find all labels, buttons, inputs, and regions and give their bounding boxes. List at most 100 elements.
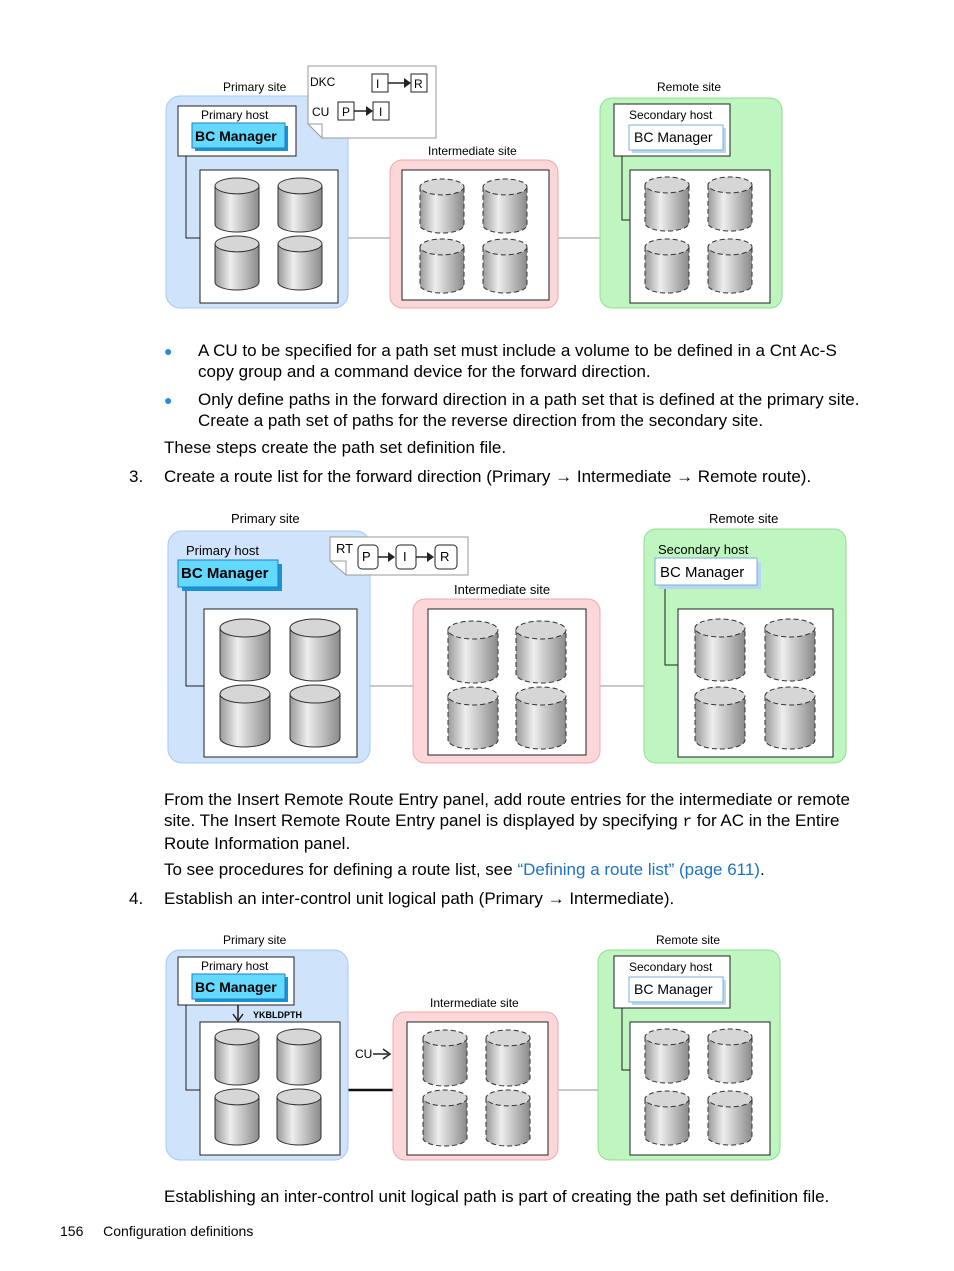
note-rt-step: I xyxy=(403,549,407,564)
primary-app-label: BC Manager xyxy=(181,565,269,582)
remote-volume-icon xyxy=(707,238,753,294)
figure-logical-path: Primary site Primary host BC Manager YKB… xyxy=(160,928,790,1168)
cu-label: CU xyxy=(355,1047,372,1061)
primary-host-label: Primary host xyxy=(186,543,259,558)
step-text: Establish an inter-control unit logical … xyxy=(164,889,675,908)
paragraph-text: site. The Insert Remote Route Entry pane… xyxy=(164,811,683,830)
remote-volume-icon xyxy=(707,1090,753,1146)
steps-note: These steps create the path set definiti… xyxy=(164,438,507,457)
remote-volume-icon xyxy=(485,1029,531,1087)
note-rt-step: P xyxy=(362,549,371,564)
remote-volume-icon xyxy=(447,620,499,684)
section-title: Configuration definitions xyxy=(103,1223,254,1239)
remote-volume-icon xyxy=(482,178,528,234)
volume-icon xyxy=(289,684,341,748)
page-footer: 156 Configuration definitions xyxy=(60,1223,253,1239)
volume-icon xyxy=(214,235,260,291)
remote-volume-icon xyxy=(764,686,816,750)
primary-app-label: BC Manager xyxy=(195,128,277,144)
volume-icon xyxy=(277,235,323,291)
volume-cylinders xyxy=(214,176,753,294)
volume-icon xyxy=(219,618,271,682)
see-procedures: To see procedures for defining a route l… xyxy=(164,859,765,880)
bullet-item: ● xyxy=(164,340,172,362)
note-dkc-to: R xyxy=(414,77,423,91)
step-number: 4. xyxy=(129,889,144,908)
paragraph-text: for AC in the Entire xyxy=(692,811,840,830)
intermediate-site-label: Intermediate site xyxy=(428,144,517,158)
remote-volume-icon xyxy=(694,618,746,682)
secondary-app-label: BC Manager xyxy=(634,981,713,997)
inline-code: r xyxy=(682,813,693,831)
bullet-icon: ● xyxy=(164,392,173,408)
primary-site-label: Primary site xyxy=(231,511,300,526)
note-cu-to: I xyxy=(379,105,382,119)
secondary-app-label: BC Manager xyxy=(634,129,713,145)
see-text: . xyxy=(759,860,765,879)
bullet-line: A CU to be specified for a path set must… xyxy=(198,341,837,360)
bullet-line: Create a path set of paths for the rever… xyxy=(198,411,764,430)
remote-site-label: Remote site xyxy=(657,80,721,94)
remote-volume-icon xyxy=(694,686,746,750)
remote-volume-icon xyxy=(764,618,816,682)
figure-route-list: Primary site Primary host BC Manager Int… xyxy=(160,505,850,769)
remote-volume-icon xyxy=(515,686,567,750)
volume-icon xyxy=(276,1088,322,1146)
note-rt-step: R xyxy=(440,549,449,564)
volume-icon xyxy=(277,177,323,233)
remote-volume-icon xyxy=(707,176,753,232)
note-dkc-from: I xyxy=(376,77,379,91)
note-dkc-label: DKC xyxy=(310,75,336,89)
bullet-icon: ● xyxy=(164,343,173,359)
note-cu-label: CU xyxy=(312,105,329,119)
remote-volume-icon xyxy=(644,1090,690,1146)
remote-volume-icon xyxy=(447,686,499,750)
secondary-host-label: Secondary host xyxy=(629,960,713,974)
remote-volume-icon xyxy=(419,238,465,294)
volume-cylinders xyxy=(214,1028,753,1147)
remote-volume-icon xyxy=(644,1028,690,1084)
volume-icon xyxy=(219,684,271,748)
remote-site-label: Remote site xyxy=(709,511,778,526)
bullet-line: copy group and a command device for the … xyxy=(198,362,651,381)
see-text: To see procedures for defining a route l… xyxy=(164,860,518,879)
remote-volume-icon xyxy=(485,1089,531,1147)
secondary-host-label: Secondary host xyxy=(629,108,713,122)
remote-volume-icon xyxy=(422,1029,468,1087)
bullet-text: Only define paths in the forward directi… xyxy=(198,389,918,431)
step-text: Create a route list for the forward dire… xyxy=(164,467,812,486)
remote-volume-icon xyxy=(644,176,690,232)
intermediate-site-label: Intermediate site xyxy=(454,582,550,597)
primary-site-label: Primary site xyxy=(223,80,287,94)
route-paragraph: From the Insert Remote Route Entry panel… xyxy=(164,789,894,854)
figure-path-set: Primary site Primary host BC Manager Int… xyxy=(160,60,790,314)
command-label: YKBLDPTH xyxy=(253,1010,302,1020)
remote-volume-icon xyxy=(644,238,690,294)
remote-volume-icon xyxy=(419,178,465,234)
primary-app-label: BC Manager xyxy=(195,979,277,995)
bullet-text: A CU to be specified for a path set must… xyxy=(198,340,898,382)
secondary-host-label: Secondary host xyxy=(658,542,749,557)
paragraph-line: site. The Insert Remote Route Entry pane… xyxy=(164,810,894,833)
paragraph-line: Route Information panel. xyxy=(164,834,351,853)
page-number: 156 xyxy=(60,1223,84,1239)
paragraph-line: From the Insert Remote Route Entry panel… xyxy=(164,790,851,809)
closing-paragraph: Establishing an inter-control unit logic… xyxy=(164,1187,830,1206)
volume-icon xyxy=(276,1028,322,1086)
route-list-link[interactable]: “Defining a route list” (page 611) xyxy=(517,860,760,879)
remote-site-label: Remote site xyxy=(656,933,720,947)
bullet-item: ● xyxy=(164,389,172,411)
primary-host-label: Primary host xyxy=(201,108,269,122)
intermediate-site-label: Intermediate site xyxy=(430,996,519,1010)
secondary-app-label: BC Manager xyxy=(660,564,744,581)
primary-site-label: Primary site xyxy=(223,933,287,947)
step-number: 3. xyxy=(129,467,144,486)
volume-icon xyxy=(214,1028,260,1086)
remote-volume-icon xyxy=(482,238,528,294)
volume-cylinders xyxy=(219,618,816,750)
note-rt-label: RT xyxy=(336,541,353,556)
remote-volume-icon xyxy=(422,1089,468,1147)
note-cu-from: P xyxy=(342,105,350,119)
remote-volume-icon xyxy=(707,1028,753,1084)
volume-icon xyxy=(214,177,260,233)
